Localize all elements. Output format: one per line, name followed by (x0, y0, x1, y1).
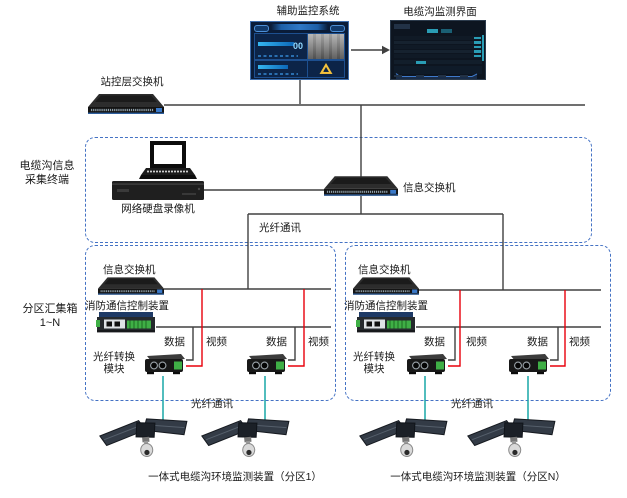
monitor-ui-screen (390, 20, 486, 80)
monitor-ui-section-bar (394, 60, 482, 64)
fiber-module-line2: 模块 (363, 363, 385, 375)
collection-side-line1: 电缆沟信息 (19, 160, 75, 172)
aux-camera-feed (307, 33, 345, 60)
fiber-comm-label-left: 光纤通讯 (191, 398, 233, 410)
partitionN-fire-control-device (356, 312, 416, 338)
video-label: 视频 (206, 336, 227, 348)
aux-alarm-panel (307, 60, 345, 78)
monitor-ui-label: 电缆沟监测界面 (403, 6, 477, 18)
aux-tick-row (258, 54, 298, 57)
info-switch-device-main (324, 176, 398, 201)
fiber-converter-module (404, 353, 448, 381)
video-label: 视频 (569, 336, 590, 348)
monitor-ui-footer-labels (394, 74, 482, 77)
collection-side-line2: 采集终端 (25, 173, 69, 186)
partition1-caption: 一体式电缆沟环境监测装置（分区1） (148, 471, 322, 483)
monitor-ui-scrollbar (482, 35, 484, 61)
video-label: 视频 (308, 336, 329, 348)
station-switch-label: 站控层交换机 (100, 76, 164, 88)
aux-tick-row-2 (258, 72, 298, 75)
partition-box-n (345, 245, 611, 401)
partition-side-label: 分区汇集箱 1~N (16, 303, 84, 330)
trench-monitoring-device (98, 410, 194, 467)
partition-box-1 (85, 245, 336, 401)
aux-gauge-reading: 00 (292, 41, 303, 51)
trench-monitoring-device (466, 410, 562, 467)
aux-progress-bar (258, 42, 294, 46)
data-label: 数据 (424, 336, 445, 348)
aux-screen-panel-1: 00 (254, 33, 308, 60)
fiber-converter-module (506, 353, 550, 381)
fiber-comm-label-upper: 光纤通讯 (259, 222, 301, 234)
fiber-converter-module (244, 353, 288, 381)
partitionN-switch-label: 信息交换机 (358, 264, 411, 276)
info-switch-label-main: 信息交换机 (403, 182, 456, 194)
partitionN-fire-control-label: 消防通信控制装置 (344, 300, 428, 312)
nvr-label: 网络硬盘录像机 (121, 203, 195, 215)
aux-screen-button-left (254, 25, 269, 32)
aux-monitor-screen: 00 (250, 21, 349, 80)
partition1-fiber-module-label: 光纤转换 模块 (86, 351, 142, 375)
partition1-fire-control-device (96, 312, 156, 338)
data-label: 数据 (266, 336, 287, 348)
aux-screen-panel-2 (254, 60, 308, 78)
monitor-ui-table (394, 36, 482, 59)
arrow-head-icon (382, 45, 390, 55)
partition-side-line2: 1~N (39, 316, 61, 329)
partition1-switch-label: 信息交换机 (103, 264, 156, 276)
aux-system-label: 辅助监控系统 (276, 5, 340, 17)
fiber-converter-module (142, 353, 186, 381)
aux-screen-titlebar (271, 24, 328, 30)
station-switch-device (88, 94, 164, 119)
data-label: 数据 (527, 336, 548, 348)
aux-progress-bar-2 (258, 65, 288, 69)
partitionN-switch-device (353, 277, 419, 300)
partition1-switch-device (98, 277, 164, 300)
partitionN-caption: 一体式电缆沟环境监测装置（分区N） (390, 471, 566, 483)
video-label: 视频 (466, 336, 487, 348)
monitor-ui-buttons (427, 29, 452, 33)
trench-monitoring-device (358, 410, 454, 467)
warning-triangle-icon (319, 62, 333, 74)
partitionN-fiber-module-label: 光纤转换 模块 (346, 351, 402, 375)
monitor-ui-trend-chart (394, 66, 482, 79)
collection-side-label: 电缆沟信息 采集终端 (13, 160, 81, 187)
aux-screen-button-right (330, 25, 345, 32)
nvr-device (112, 181, 204, 205)
partition-side-line1: 分区汇集箱 (22, 303, 78, 315)
collection-terminal-group-box (85, 137, 592, 243)
fiber-module-line1: 光纤转换 (353, 351, 395, 363)
fiber-comm-label-right: 光纤通讯 (451, 398, 493, 410)
fiber-module-line1: 光纤转换 (93, 351, 135, 363)
monitor-ui-logo-chip (394, 24, 410, 29)
fiber-module-line2: 模块 (103, 363, 125, 375)
trench-monitoring-device (200, 410, 296, 467)
partition1-fire-control-label: 消防通信控制装置 (85, 300, 169, 312)
data-label: 数据 (164, 336, 185, 348)
